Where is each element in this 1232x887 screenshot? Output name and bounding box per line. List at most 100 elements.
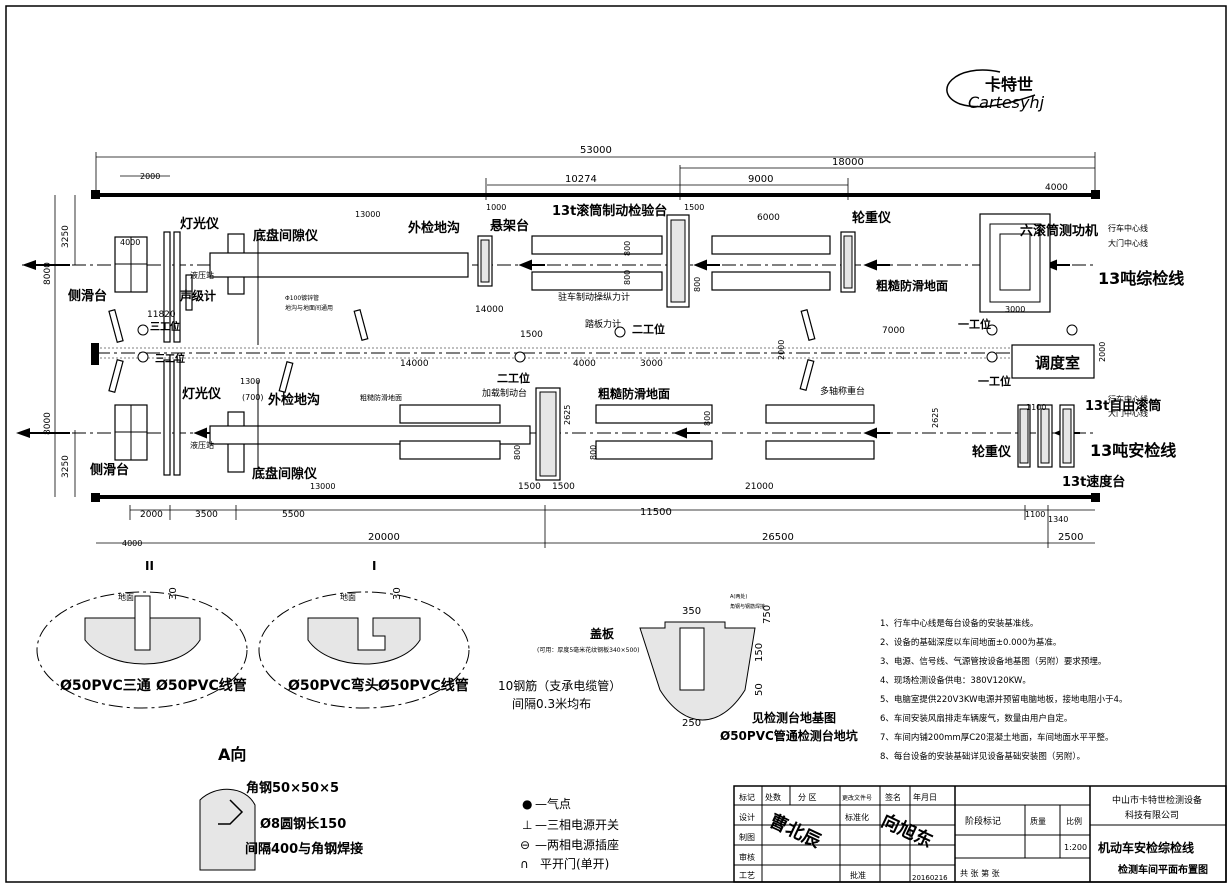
dim-26500: 26500	[762, 532, 794, 543]
label-pit-reference: 见检测台地基图	[752, 710, 836, 725]
dim-6000: 6000	[757, 213, 780, 223]
six-roller-dyno	[979, 213, 1051, 313]
legend-socket-symbol: ⊖	[520, 838, 530, 852]
label-centerline-upper-a: 行车中心线	[1108, 223, 1148, 233]
label-ground-I: 地面	[340, 592, 356, 602]
label-pit-upper: 外检地沟	[407, 220, 460, 236]
logo-en-text: Cartesyhj	[968, 93, 1045, 112]
dim-9000: 9000	[748, 174, 773, 185]
label-line-lower: 13吨安检线	[1090, 441, 1176, 460]
dim-800-b: 800	[623, 270, 632, 285]
label-lamp-upper: 灯光仪	[180, 216, 220, 232]
dim-13000-upper: 13000	[355, 210, 380, 219]
dim-800-e: 800	[589, 445, 598, 460]
label-ground-II: 地面	[118, 592, 134, 602]
dim-2000-top: 2000	[140, 172, 160, 181]
label-lamp-lower: 灯光仪	[182, 386, 222, 402]
dim-2625-b: 2625	[931, 408, 940, 428]
dim-4000-box: 4000	[120, 238, 140, 247]
dim-4000-top: 4000	[1045, 183, 1068, 193]
cable-trench-detail: 盖板 (可用：厚度5毫米花纹钢板340×500) 10钢筋（支承电缆管） 间隔0…	[498, 593, 858, 743]
label-loaded-brake: 加载制动台	[482, 387, 527, 399]
label-station-1-lower: 一工位	[978, 374, 1011, 388]
label-pvc-pipe-1: Ø50PVC线管	[156, 677, 247, 694]
dim-800-a: 800	[623, 241, 632, 256]
dim-1500-b: 1500	[520, 330, 543, 340]
dim-3250-bottom: 3250	[61, 455, 71, 478]
note-1: 1、行车中心线是每台设备的安装基准线。	[880, 618, 1038, 629]
label-angle-steel: 角钢50×50×5	[246, 780, 339, 796]
tb-process: 工艺	[739, 871, 755, 880]
label-hydraulic-upper: 液压站	[190, 270, 214, 280]
roller-pad-2	[531, 271, 663, 291]
label-control-room: 调度室	[1035, 354, 1080, 372]
note-7: 7、车间内铺200mm厚C20混凝土地面，车间地面水平平整。	[880, 732, 1113, 743]
label-round-rod: Ø8圆钢长150	[260, 816, 346, 832]
label-sound-meter: 声级计	[179, 288, 216, 303]
label-brake-roller: 13t滚筒制动检验台	[552, 203, 667, 219]
tb-weight: 质量	[1030, 816, 1046, 826]
tb-date: 20160216	[912, 874, 948, 882]
section-detail-II: II 地面 30 Ø50PVC三通 Ø50PVC线管	[36, 559, 248, 709]
tb-header-date: 年月日	[913, 792, 937, 802]
tb-sheets: 共 张 第 张	[960, 868, 1000, 878]
dim-3000-a: 3000	[1005, 305, 1025, 314]
label-rebar: 10钢筋（支承电缆管）	[498, 678, 621, 693]
tb-design: 设计	[739, 812, 755, 822]
dim-20000: 20000	[368, 532, 400, 543]
dim-5500: 5500	[282, 510, 305, 520]
upper-line: 4000	[114, 213, 1051, 345]
tb-signature-2: 向旭东	[878, 810, 936, 853]
dim-250: 250	[682, 718, 701, 729]
tb-signature-1: 曹北辰	[766, 810, 824, 852]
doors	[108, 308, 816, 394]
roller-pad-3	[711, 235, 831, 255]
label-pvc-tee: Ø50PVC三通	[60, 678, 151, 694]
label-pipe-to-pit: Ø50PVC管通检测台地坑	[720, 728, 858, 743]
dim-total: 53000	[580, 145, 612, 156]
legend-switch-text: —三相电源开关	[535, 818, 619, 832]
dim-1300: 1300	[240, 377, 260, 386]
label-speed-tester: 13t速度台	[1062, 474, 1125, 490]
note-8: 8、每台设备的安装基础详见设备基础安装图（另附）。	[880, 751, 1085, 762]
dim-1500-a: 1500	[684, 203, 704, 212]
multi-axle-weigher	[765, 404, 875, 424]
dim-13000-b: 13000	[310, 482, 335, 491]
legend-gas-text: —气点	[535, 796, 571, 811]
dim-800-f: 800	[703, 411, 712, 426]
dim-30-I: 30	[392, 587, 403, 600]
dim-8000-top: 8000	[43, 262, 53, 285]
label-station-2-upper: 二工位	[632, 322, 665, 336]
lower-labels: 二工位 一工位 三工位 调度室 灯光仪 外检地沟 粗糙防滑地面 加载制动台 粗糙…	[90, 352, 1176, 490]
dim-10274: 10274	[565, 174, 597, 185]
label-station-3-lower: 三工位	[155, 352, 185, 365]
legend-gas-symbol: ●	[522, 797, 532, 811]
lower-line	[114, 359, 1075, 481]
dim-3000-b: 3000	[640, 359, 663, 369]
label-cover-note: (可用：厚度5毫米花纹钢板340×500)	[537, 646, 639, 654]
lower-dim-texts: 2625 2625 800 800 800 1100 1500 1500 210…	[310, 403, 1046, 492]
tb-title-1: 机动车安检综检线	[1098, 840, 1194, 855]
upper-dim-texts: 13000 1000 1500 6000 800 800 800 3000 14…	[147, 203, 1107, 402]
label-rough-small: 粗糙防滑地面	[360, 393, 402, 402]
note-3: 3、电源、信号线、气源管按设备地基图（另附）要求预埋。	[880, 656, 1106, 667]
dim-11500: 11500	[640, 507, 672, 518]
label-pipe-note-2: 地沟与地面间通用	[285, 304, 333, 312]
label-wheel-lower: 轮重仪	[972, 444, 1012, 460]
dim-4000-b: 4000	[573, 359, 596, 369]
drawing-border	[5, 5, 1227, 883]
tb-scale-header: 比例	[1066, 816, 1082, 826]
label-park-brake-force: 驻车制动操纵力计	[558, 291, 630, 303]
dim-350: 350	[682, 606, 701, 617]
dim-1100-b: 1100	[1025, 510, 1045, 519]
dim-700: (700)	[242, 393, 264, 402]
label-side-slip-upper: 侧滑台	[68, 288, 107, 304]
tb-header-count: 处数	[765, 792, 781, 802]
tb-company-2: 科技有限公司	[1125, 809, 1179, 821]
dim-14000-b: 14000	[400, 359, 429, 369]
label-suspension: 悬架台	[490, 218, 529, 234]
logo-cn-text: 卡特世	[985, 75, 1033, 94]
dim-11820: 11820	[147, 310, 176, 320]
dim-2000-c: 2000	[1098, 342, 1107, 362]
tb-drafting: 制图	[739, 832, 755, 842]
